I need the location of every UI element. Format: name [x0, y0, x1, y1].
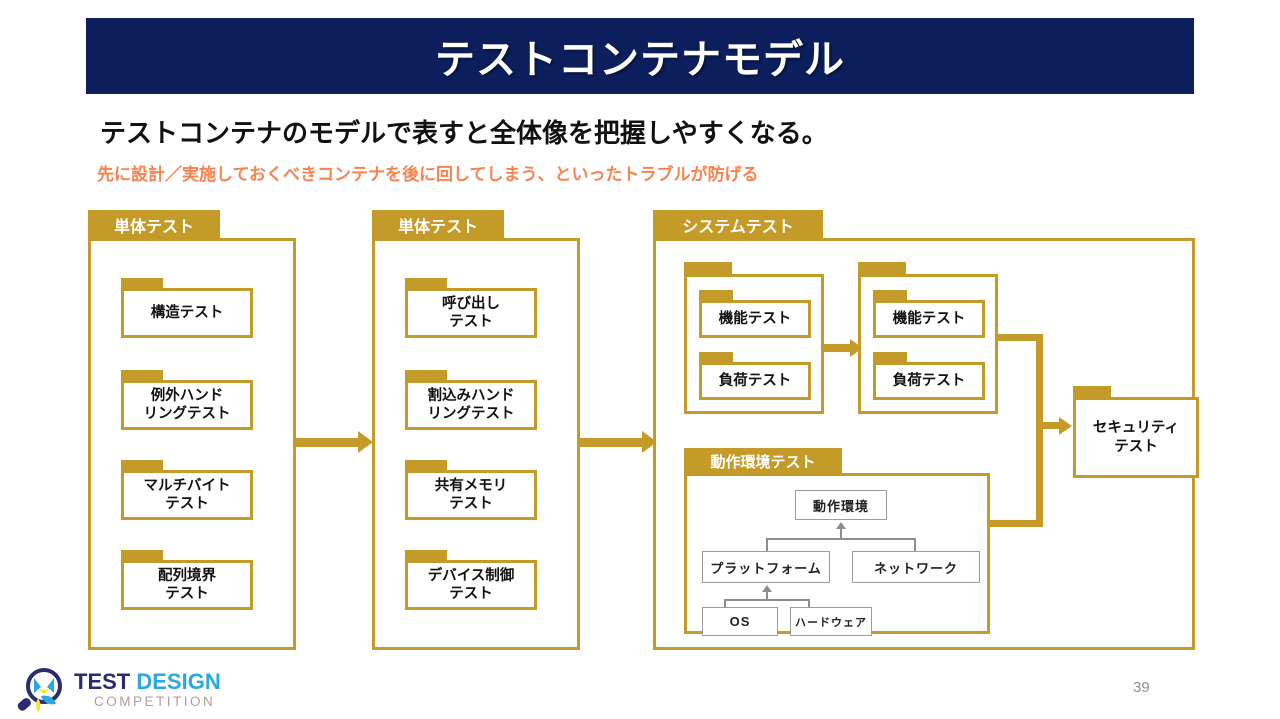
leaf-folder[interactable]: マルチバイトテスト [121, 460, 253, 520]
merge-line-from-env [990, 520, 1043, 527]
tree-line [724, 599, 810, 601]
merge-trunk-line [1036, 334, 1043, 527]
folder-tab-icon [405, 278, 447, 290]
tree-box-root[interactable]: 動作環境 [795, 490, 887, 520]
tree-line [840, 528, 842, 540]
container-env-test: 動作環境テスト 動作環境 プラットフォーム ネットワーク OS ハードウェア [684, 448, 990, 636]
arrow-sysgroup1-to-sysgroup2-shaft [824, 344, 854, 352]
leaf-folder[interactable]: 構造テスト [121, 278, 253, 338]
folder-tab-icon [873, 290, 907, 302]
leaf-label: セキュリティテスト [1073, 397, 1199, 478]
leaf-folder[interactable]: 機能テスト [873, 290, 985, 338]
container-tab-label: 動作環境テスト [684, 448, 842, 475]
leaf-label: 配列境界テスト [121, 560, 253, 610]
logo-word-competition: COMPETITION [94, 694, 216, 709]
leaf-label: 割込みハンドリングテスト [405, 380, 537, 430]
container-tab-label: システムテスト [653, 210, 823, 240]
logo-wordmark: TEST DESIGN [74, 669, 221, 695]
leaf-folder[interactable]: 機能テスト [699, 290, 811, 338]
container-unit-test-1: 単体テスト 構造テスト 例外ハンドリングテスト マルチバイトテスト 配列境界テス… [88, 210, 296, 650]
arrow-unit1-to-unit2-shaft [296, 438, 362, 447]
lead-text: テストコンテナのモデルで表すと全体像を把握しやすくなる。 [100, 118, 828, 148]
leaf-folder[interactable]: 共有メモリテスト [405, 460, 537, 520]
leaf-folder[interactable]: 呼び出しテスト [405, 278, 537, 338]
leaf-label: 負荷テスト [873, 362, 985, 400]
tree-line [724, 599, 726, 609]
logo-word-test: TEST [74, 669, 131, 694]
tree-line [808, 599, 810, 609]
leaf-label: 共有メモリテスト [405, 470, 537, 520]
test-design-competition-logo-icon [17, 668, 62, 712]
folder-tab-icon [121, 550, 163, 562]
leaf-folder[interactable]: 割込みハンドリングテスト [405, 370, 537, 430]
folder-tab-icon [405, 370, 447, 382]
slide-title-banner: テストコンテナモデル [86, 18, 1194, 94]
arrow-merge-to-security-head [1059, 417, 1072, 435]
tree-box-os[interactable]: OS [702, 607, 778, 636]
folder-tab-icon [121, 278, 163, 290]
leaf-label: 機能テスト [699, 300, 811, 338]
merge-line-from-group2 [998, 334, 1043, 341]
leaf-label: 例外ハンドリングテスト [121, 380, 253, 430]
arrow-merge-to-security-shaft [1043, 422, 1063, 429]
tree-box-network[interactable]: ネットワーク [852, 551, 980, 583]
tree-arrow-platform [762, 585, 772, 592]
container-unit-test-2: 単体テスト 呼び出しテスト 割込みハンドリングテスト 共有メモリテスト デバイス… [372, 210, 580, 650]
folder-tab-icon [873, 352, 907, 364]
leaf-label: 負荷テスト [699, 362, 811, 400]
page-number: 39 [1133, 679, 1150, 696]
tree-line [766, 538, 916, 540]
folder-tab-icon [405, 550, 447, 562]
folder-tab-icon [405, 460, 447, 472]
folder-tab-icon [684, 262, 732, 276]
logo-word-design: DESIGN [136, 669, 221, 694]
folder-tab-icon [858, 262, 906, 276]
leaf-label: 呼び出しテスト [405, 288, 537, 338]
tree-box-hardware[interactable]: ハードウェア [790, 607, 872, 636]
folder-tab-icon [699, 290, 733, 302]
leaf-folder[interactable]: 例外ハンドリングテスト [121, 370, 253, 430]
group-folder-2[interactable]: 機能テスト 負荷テスト [858, 262, 998, 414]
page-title: テストコンテナモデル [435, 38, 845, 82]
leaf-label: 構造テスト [121, 288, 253, 338]
container-tab-label: 単体テスト [372, 210, 504, 240]
leaf-folder-security-test[interactable]: セキュリティテスト [1073, 386, 1199, 478]
leaf-label: マルチバイトテスト [121, 470, 253, 520]
sub-text: 先に設計／実施しておくべきコンテナを後に回してしまう、といったトラブルが防げる [97, 165, 759, 184]
tree-line [766, 591, 768, 601]
group-folder-1[interactable]: 機能テスト 負荷テスト [684, 262, 824, 414]
folder-tab-icon [699, 352, 733, 364]
folder-tab-icon [1073, 386, 1111, 399]
leaf-folder[interactable]: デバイス制御テスト [405, 550, 537, 610]
tree-line [914, 538, 916, 552]
folder-tab-icon [121, 460, 163, 472]
container-system-test: システムテスト 機能テスト 負荷テスト 機能テスト 負荷テスト 動作環境テスト [653, 210, 1199, 650]
arrow-unit1-to-unit2-head [358, 431, 373, 453]
tree-arrow-root [836, 522, 846, 529]
tree-box-platform[interactable]: プラットフォーム [702, 551, 830, 583]
leaf-folder[interactable]: 配列境界テスト [121, 550, 253, 610]
leaf-label: デバイス制御テスト [405, 560, 537, 610]
leaf-folder[interactable]: 負荷テスト [699, 352, 811, 400]
tree-line [766, 538, 768, 552]
folder-tab-icon [121, 370, 163, 382]
footer-logo: TEST DESIGN COMPETITION [12, 668, 242, 714]
leaf-label: 機能テスト [873, 300, 985, 338]
arrow-unit2-to-system-shaft [580, 438, 646, 447]
leaf-folder[interactable]: 負荷テスト [873, 352, 985, 400]
container-tab-label: 単体テスト [88, 210, 220, 240]
